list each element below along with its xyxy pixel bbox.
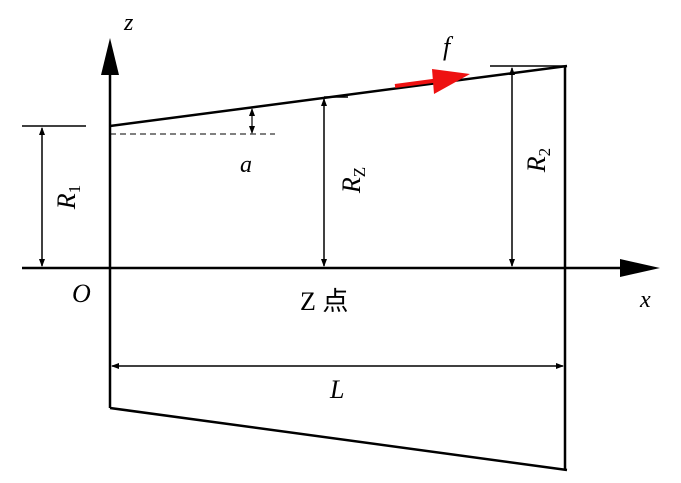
force-arrow-head (432, 69, 470, 94)
cone-top-edge (109, 64, 568, 128)
length-label: L (329, 375, 344, 404)
force-arrow-shaft (394, 78, 441, 88)
angle-label: a (240, 152, 252, 178)
x-axis-arrowhead (620, 259, 660, 277)
force-label: f (443, 32, 454, 61)
r1-label: R1 (52, 185, 84, 210)
x-axis-label: x (639, 287, 651, 313)
z-point-label: Z 点 (300, 287, 348, 316)
z-axis-label: z (123, 10, 134, 36)
r2-label: R2 (522, 148, 554, 173)
z-axis-arrowhead (101, 38, 119, 75)
rz-label: RZ (337, 167, 369, 194)
cone-bottom-edge (109, 406, 568, 472)
origin-label: O (72, 279, 91, 308)
